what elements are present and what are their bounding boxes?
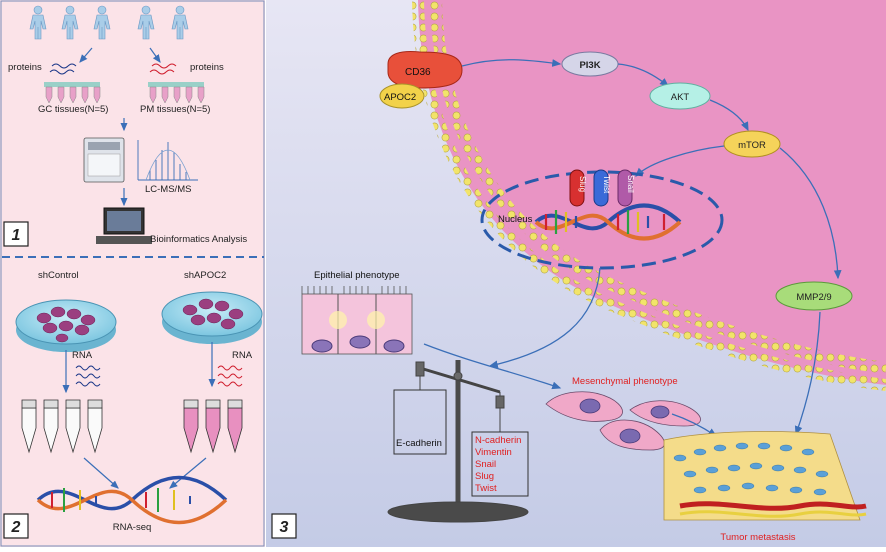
mmp-label: MMP2/9 (796, 292, 831, 303)
marker-twist: Twist (475, 483, 497, 494)
sh-control-label: shControl (38, 270, 79, 281)
mesenchymal-cells (545, 391, 701, 451)
rna-label-left: RNA (72, 350, 93, 361)
arrow-mmp-tumor (794, 311, 821, 436)
left-panel-background (0, 0, 265, 547)
tumor-metastasis-label: Tumor metastasis (720, 532, 795, 543)
snail-factor (617, 169, 633, 207)
cell-membrane (412, 0, 886, 391)
epithelial-cells (301, 286, 413, 355)
marker-vimentin: Vimentin (475, 447, 512, 458)
computer-icon (96, 207, 152, 244)
rna-label-right: RNA (232, 350, 253, 361)
arrow-control-seq (83, 457, 119, 489)
panel1-number-box (3, 221, 29, 247)
pm-tubes (148, 82, 205, 104)
balance-scale (387, 360, 529, 523)
eppendorf-tubes-apoc2 (183, 399, 243, 454)
pm-tissues-label: PM tissues(N=5) (140, 104, 210, 115)
marker-n-cadherin: N-cadherin (475, 435, 521, 446)
cd36-label: CD36 (405, 67, 431, 78)
mtor-node (723, 130, 781, 158)
spectrum-chart-icon (137, 140, 198, 181)
protein-squiggle-left (49, 63, 77, 75)
proteins-label-right: proteins (190, 62, 224, 73)
mesenchymal-markers-box (471, 431, 529, 497)
patients-group (29, 5, 189, 40)
twist-label: Twist (602, 175, 611, 194)
gc-tubes (44, 82, 101, 104)
marker-slug: Slug (475, 471, 494, 482)
rna-squiggle-right (217, 365, 243, 387)
person-icon (29, 5, 47, 40)
rna-seq-helix (36, 475, 228, 525)
mesenchymal-label: Mesenchymal phenotype (572, 376, 678, 387)
marker-snail: Snail (475, 459, 496, 470)
pi3k-label: PI3K (579, 60, 600, 71)
person-icon (93, 5, 111, 40)
arrow-apoc2-seq (169, 457, 207, 489)
slug-factor (569, 169, 585, 207)
dna-helix (534, 203, 682, 241)
panel3-number: 3 (280, 519, 289, 536)
e-cadherin-box (393, 389, 447, 455)
rna-squiggle-left (75, 365, 101, 387)
mass-spectrometer-icon (83, 137, 125, 183)
snail-label: Snail (626, 175, 635, 193)
slug-label: Slug (578, 176, 587, 192)
apoc2-label: APOC2 (384, 92, 416, 103)
rna-seq-label: RNA-seq (113, 522, 152, 533)
person-icon (171, 5, 189, 40)
arrow-pi3k-akt (617, 63, 669, 87)
akt-label: AKT (671, 92, 690, 103)
panel2-number-box (3, 513, 29, 539)
arrow-patients-gc (79, 47, 93, 63)
cell-cytoplasm (418, 0, 886, 385)
culture-dish-control (15, 299, 117, 352)
culture-dish-apoc2 (161, 291, 263, 344)
arrow-akt-mtor (709, 99, 749, 132)
apoc2-ligand (379, 83, 425, 109)
cell-membrane-inner (430, 0, 886, 374)
mmp-node (775, 281, 853, 311)
gc-tissues-label: GC tissues(N=5) (38, 104, 108, 115)
nucleus-boundary (480, 170, 724, 270)
arrow-mtor-nucleus (635, 145, 725, 177)
bioinformatics-label: Bioinformatics Analysis (150, 234, 247, 245)
panel1-number: 1 (12, 227, 21, 244)
eppendorf-tubes-control (21, 399, 103, 454)
arrow-epithelial-mesenchymal (423, 343, 562, 390)
panel3-number-box (271, 513, 297, 539)
person-icon (137, 5, 155, 40)
tumor-tissue (663, 431, 867, 521)
left-panel-border (0, 0, 265, 547)
nucleus-label: Nucleus (498, 214, 533, 225)
arrow-cd36-pi3k (461, 59, 562, 67)
e-cadherin-label: E-cadherin (396, 438, 442, 449)
twist-factor (593, 169, 609, 207)
person-icon (61, 5, 79, 40)
panel2-number: 2 (11, 519, 21, 536)
arrow-nucleus-balance (488, 267, 601, 369)
lcms-label: LC-MS/MS (145, 184, 191, 195)
proteins-label-left: proteins (8, 62, 42, 73)
mtor-label: mTOR (738, 140, 766, 151)
epithelial-label: Epithelial phenotype (314, 270, 400, 281)
akt-node (649, 82, 711, 110)
sh-apoc2-label: shAPOC2 (184, 270, 226, 281)
arrow-patients-pm (149, 47, 161, 63)
arrow-mtor-mmp (779, 147, 842, 280)
protein-squiggle-right (149, 63, 177, 75)
